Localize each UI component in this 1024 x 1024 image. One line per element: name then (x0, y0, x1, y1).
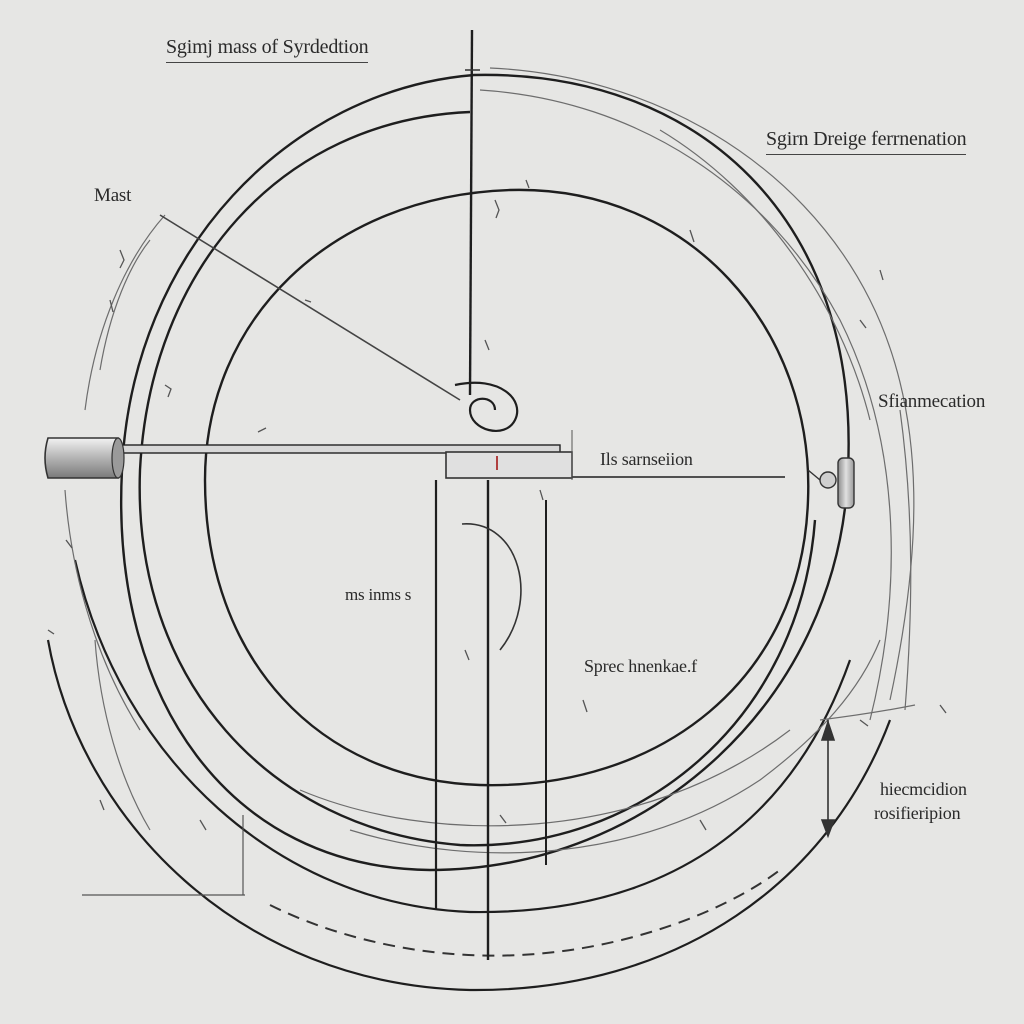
vertical-supports (434, 480, 547, 960)
left-cylinder (44, 437, 125, 479)
right-title-label: Sgirn Dreige ferrnenation (766, 128, 967, 155)
wire-left-2 (99, 239, 151, 371)
mast-vertical-line (468, 29, 474, 396)
wire-bottom-right (819, 704, 916, 721)
wire-bottom-1 (349, 639, 881, 854)
wire-right-2 (479, 89, 892, 721)
hook-curve (461, 523, 522, 651)
outer-arc-2 (73, 559, 852, 914)
wire-bottom-2 (299, 729, 791, 827)
lower-label: Sprec hnenkae.f (584, 656, 697, 676)
right-mid-label: Sfianmecation (878, 391, 986, 412)
bottom-right-label-1: hiecmcidion (880, 779, 967, 799)
wire-right-1 (489, 67, 915, 701)
sketch-marks (47, 179, 947, 831)
dashed-arc (269, 869, 781, 957)
outer-arc-1 (46, 639, 892, 992)
wire-right-4 (899, 409, 912, 711)
diagram-title: Sgimj mass of Syrdedtion (166, 36, 369, 63)
left-mid-label: ms inms s (345, 585, 412, 604)
sketch-wires (64, 67, 916, 854)
wire-left-3 (64, 489, 141, 731)
center-label: Ils sarnseiion (600, 449, 693, 469)
circle-inner (203, 188, 810, 787)
main-circles (119, 73, 850, 872)
bottom-right-label-2: rosifieripion (874, 803, 961, 823)
wire-left-4 (94, 639, 151, 831)
mast-label: Mast (94, 185, 132, 206)
wire-right-3 (659, 129, 871, 421)
circle-middle (138, 110, 817, 847)
outer-arcs (46, 559, 892, 992)
slider-block (445, 451, 573, 479)
measure-arrow (820, 719, 836, 839)
diagonal-line (159, 214, 461, 401)
wire-left-1 (84, 214, 166, 411)
spiral-spring (454, 381, 519, 432)
right-fixture (807, 457, 855, 509)
circle-outer (119, 73, 850, 872)
